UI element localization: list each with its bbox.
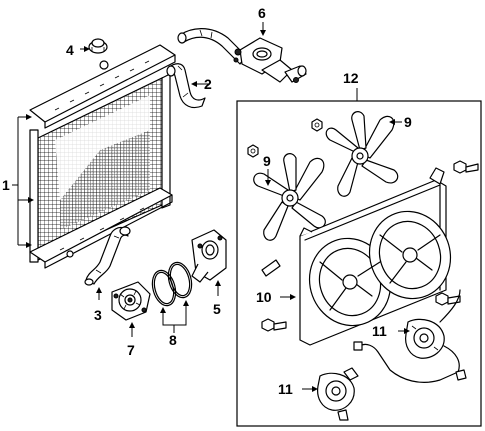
callout-label-4: 4 [66,42,74,58]
callout-label-5: 5 [213,301,221,317]
callout-label-7: 7 [127,342,135,358]
callout-label-9-upper: 9 [404,114,412,130]
callout-label-2: 2 [204,76,212,92]
callout-label-12: 12 [343,70,359,86]
fan-motor-left [317,367,359,421]
callout-label-8: 8 [169,332,177,348]
water-outlet-pipe [177,28,307,83]
callout-4: 4 [66,42,90,58]
callout-5: 5 [213,280,221,317]
callout-11-upper: 11 [372,323,410,339]
water-pump [111,281,151,321]
callout-label-3: 3 [94,307,102,323]
fan-blade-lower [253,153,326,241]
callout-label-11-lower: 11 [278,381,293,397]
callout-6: 6 [258,5,266,36]
callout-label-1: 1 [2,177,10,193]
callout-label-9-lower: 9 [263,153,271,169]
callout-7: 7 [127,322,135,358]
callout-10: 10 [256,289,296,305]
callout-label-6: 6 [258,5,266,21]
callout-label-10: 10 [256,289,272,305]
shroud-clip [261,259,281,277]
callout-8: 8 [160,300,189,348]
callout-3: 3 [94,287,102,323]
callout-12: 12 [343,70,359,101]
upper-radiator-hose [166,63,206,109]
water-inlet-housing [191,229,227,283]
callout-11-lower: 11 [278,381,318,397]
gasket-pair [151,261,193,307]
shroud-bolt [261,160,479,332]
fan-motor-right [353,289,467,383]
fan-nut [247,118,323,158]
lower-radiator-hose [84,226,131,286]
callout-label-11-upper: 11 [372,323,387,339]
fan-blade-upper [325,111,399,197]
fan-shroud [299,167,452,346]
callout-2: 2 [191,76,212,92]
radiator-cap [88,38,108,54]
callout-9-upper: 9 [389,114,412,130]
fan-assembly-box [236,100,482,427]
radiator [29,44,176,269]
callout-1: 1 [2,114,34,248]
callout-9-lower: 9 [263,153,271,186]
